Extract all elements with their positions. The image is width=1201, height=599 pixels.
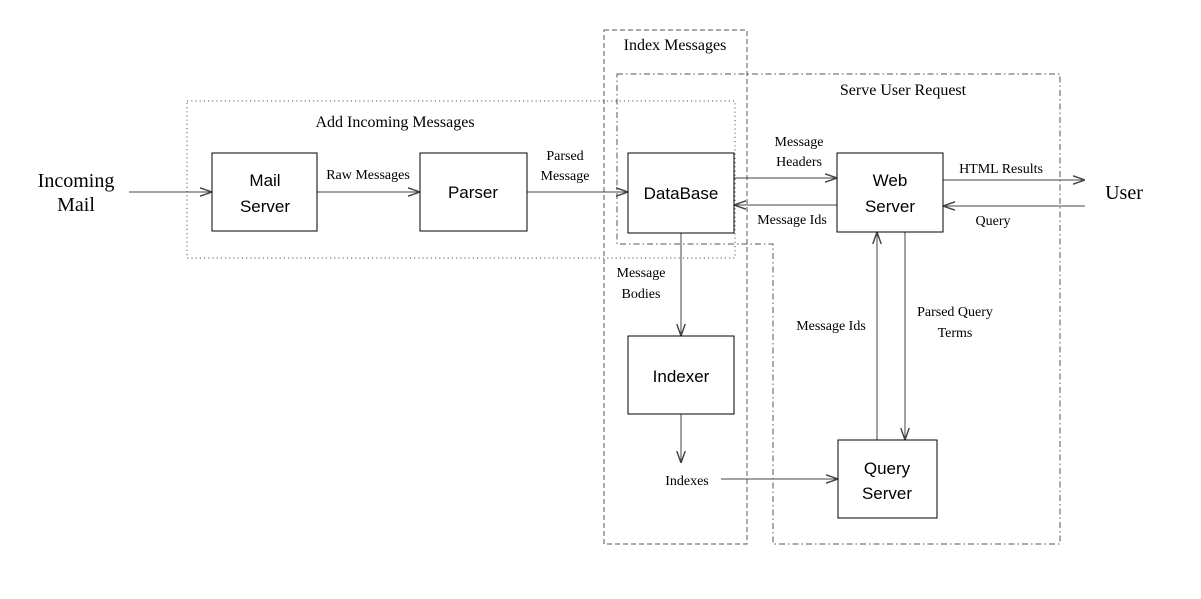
edge-label-query: Query <box>976 214 1011 229</box>
edge-label-message-ids-qs: Message Ids <box>796 319 866 334</box>
region-title-index-messages: Index Messages <box>624 37 727 54</box>
edge-label-message-headers-line2: Headers <box>776 155 822 170</box>
node-parser: Parser <box>419 152 528 232</box>
svg-text:Query: Query <box>864 459 911 478</box>
label-incoming-mail-line1: Incoming <box>38 170 115 192</box>
label-incoming-mail-line2: Mail <box>57 194 95 216</box>
svg-text:Web: Web <box>873 171 908 190</box>
node-database: DataBase <box>627 152 735 234</box>
svg-text:Mail: Mail <box>249 171 280 190</box>
edge-label-message-bodies-line1: Message <box>617 266 666 281</box>
edge-label-message-headers-line1: Message <box>775 135 824 150</box>
svg-text:Parser: Parser <box>448 183 498 202</box>
edge-label-raw-messages: Raw Messages <box>326 168 410 183</box>
svg-text:Server: Server <box>240 197 290 216</box>
region-title-add-incoming: Add Incoming Messages <box>315 114 474 131</box>
label-user: User <box>1105 182 1143 204</box>
region-title-serve-user: Serve User Request <box>840 82 967 99</box>
svg-text:Server: Server <box>865 197 915 216</box>
region-add-incoming-messages <box>186 100 736 259</box>
svg-text:Indexer: Indexer <box>653 367 710 386</box>
region-index-messages <box>603 29 748 545</box>
node-web-server: Web Server <box>836 152 944 233</box>
region-serve-user-request <box>616 73 1061 545</box>
node-query-server: Query Server <box>837 439 938 519</box>
node-mail-server: Mail Server <box>211 152 318 232</box>
edge-label-parsed-query-terms-line1: Parsed Query <box>917 305 993 320</box>
edge-label-parsed-message-line2: Message <box>541 169 590 184</box>
edge-label-html-results: HTML Results <box>959 162 1043 177</box>
edge-label-message-ids-db: Message Ids <box>757 213 827 228</box>
edge-label-message-bodies-line2: Bodies <box>622 287 661 302</box>
label-indexes: Indexes <box>665 474 709 489</box>
node-indexer: Indexer <box>627 335 735 415</box>
svg-text:Server: Server <box>862 484 912 503</box>
svg-text:DataBase: DataBase <box>644 184 719 203</box>
edge-label-parsed-query-terms-line2: Terms <box>938 326 973 341</box>
edge-label-parsed-message-line1: Parsed <box>546 149 583 164</box>
